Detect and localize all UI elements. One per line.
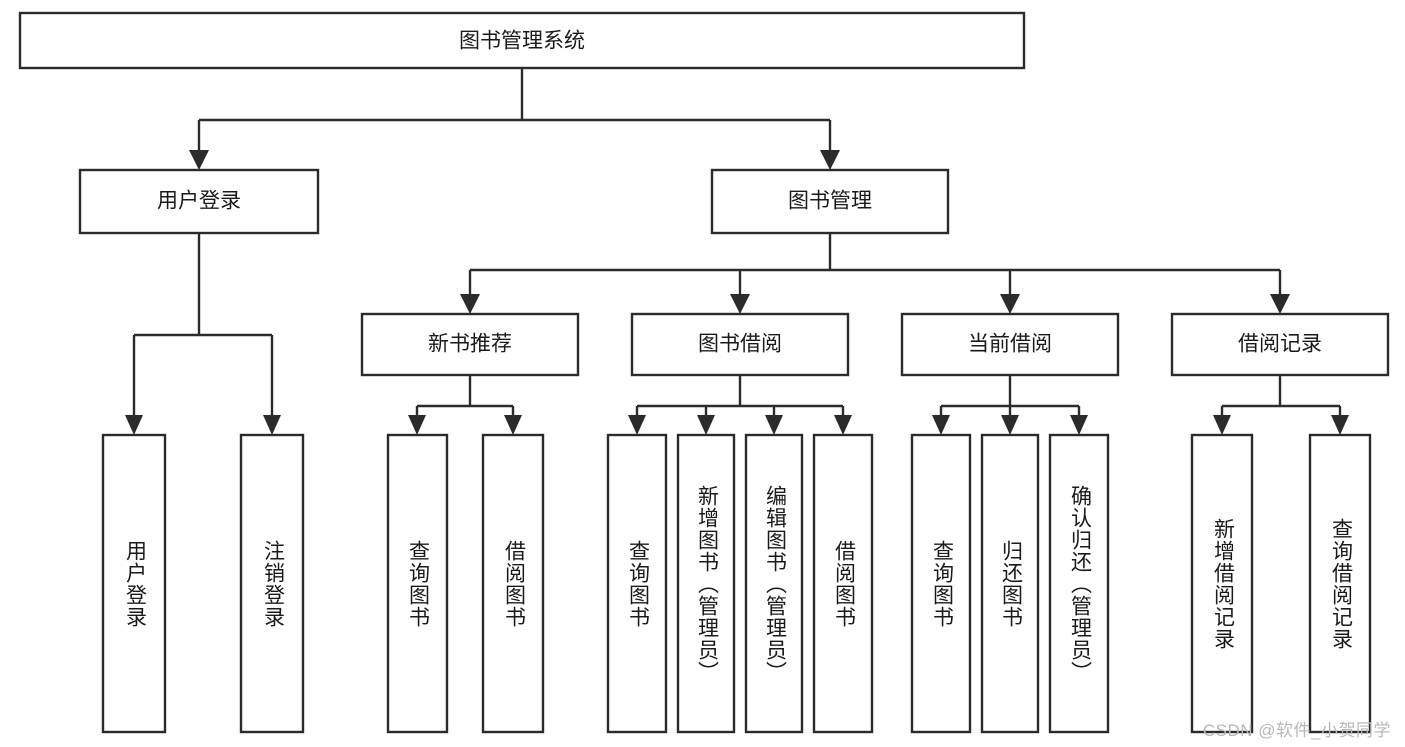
arrow-head-leaf-9	[932, 415, 950, 435]
arrow-head-leaf-7	[765, 415, 783, 435]
leaf-node[interactable]: 确认归还（管理员）	[1048, 433, 1110, 734]
node-user-login-label: 用户登录	[157, 190, 241, 213]
leaf-box[interactable]	[744, 433, 804, 734]
node-user-login-box[interactable]	[78, 168, 320, 235]
arrow-head-user-login	[189, 150, 209, 170]
leaf-label: 借阅图书	[832, 540, 856, 628]
leaf-box[interactable]	[1308, 433, 1372, 734]
leaf-label: 归还图书	[999, 540, 1023, 628]
leaf-box[interactable]	[980, 433, 1040, 734]
node-current-borrow-box[interactable]	[900, 312, 1120, 377]
leaf-box[interactable]	[676, 433, 736, 734]
node-book-management-box[interactable]	[710, 168, 950, 235]
leaf-node[interactable]: 查询图书	[606, 433, 668, 734]
arrow-head-leaf-10	[1001, 415, 1019, 435]
node-current-borrow-label: 当前借阅	[968, 333, 1052, 356]
node-borrow-record-label: 借阅记录	[1238, 333, 1322, 356]
leaf-label: 编辑图书（管理员）	[763, 485, 787, 683]
node-root-box[interactable]	[18, 11, 1026, 70]
leaf-node[interactable]: 归还图书	[980, 433, 1040, 734]
connector-layer	[125, 68, 1349, 435]
leaf-node[interactable]: 新增图书（管理员）	[676, 433, 736, 734]
node-borrow-record[interactable]: 借阅记录	[1170, 312, 1390, 377]
leaf-node[interactable]: 用户登录	[101, 433, 167, 734]
leaf-node[interactable]: 编辑图书（管理员）	[744, 433, 804, 734]
leaf-box[interactable]	[386, 433, 449, 734]
arrow-head-newbook	[460, 294, 480, 314]
node-book-management[interactable]: 图书管理	[710, 168, 950, 235]
node-book-borrow[interactable]: 图书借阅	[630, 312, 850, 377]
arrow-head-leaf-13	[1331, 415, 1349, 435]
leaf-node[interactable]: 查询借阅记录	[1308, 433, 1372, 734]
node-root-label: 图书管理系统	[459, 30, 585, 53]
leaf-label: 新增借阅记录	[1211, 518, 1235, 650]
node-book-management-label: 图书管理	[788, 190, 872, 213]
arrow-head-book-mgmt	[820, 150, 840, 170]
leaf-label: 借阅图书	[502, 540, 526, 628]
arrow-head-leaf-6	[697, 415, 715, 435]
arrow-head-leaf-5	[628, 415, 646, 435]
leaf-node[interactable]: 注销登录	[239, 433, 305, 734]
leaf-box[interactable]	[812, 433, 874, 734]
leaf-box[interactable]	[481, 433, 545, 734]
node-book-borrow-label: 图书借阅	[698, 333, 782, 356]
node-new-book-recommend[interactable]: 新书推荐	[360, 312, 580, 377]
leaf-label: 用户登录	[123, 540, 147, 628]
csdn-watermark: CSDN @软件_小贺同学	[1202, 721, 1391, 740]
node-new-book-recommend-box[interactable]	[360, 312, 580, 377]
arrow-head-leaf-2	[263, 415, 281, 435]
leaf-label: 确认归还（管理员）	[1068, 485, 1092, 683]
node-root-system[interactable]: 图书管理系统	[18, 11, 1026, 70]
leaf-node[interactable]: 借阅图书	[812, 433, 874, 734]
leaf-node[interactable]: 查询图书	[910, 433, 972, 734]
arrow-head-leaf-3	[408, 415, 426, 435]
leaf-box[interactable]	[910, 433, 972, 734]
arrow-head-leaf-12	[1213, 415, 1231, 435]
arrow-head-leaf-1	[125, 415, 143, 435]
leaf-box[interactable]	[1048, 433, 1110, 734]
leaf-label: 新增图书（管理员）	[695, 485, 719, 683]
leaf-node[interactable]: 借阅图书	[481, 433, 545, 734]
leaf-label: 查询借阅记录	[1329, 518, 1353, 650]
leaf-box[interactable]	[1190, 433, 1254, 734]
leaf-box[interactable]	[239, 433, 305, 734]
arrow-head-borrow	[730, 294, 750, 314]
leaf-box[interactable]	[101, 433, 167, 734]
leaf-node[interactable]: 查询图书	[386, 433, 449, 734]
leaf-node[interactable]: 新增借阅记录	[1190, 433, 1254, 734]
arrow-head-record	[1270, 294, 1290, 314]
node-borrow-record-box[interactable]	[1170, 312, 1390, 377]
leaf-label: 查询图书	[626, 540, 650, 628]
leaf-label: 查询图书	[406, 540, 430, 628]
node-book-borrow-box[interactable]	[630, 312, 850, 377]
leaf-box[interactable]	[606, 433, 668, 734]
arrow-head-leaf-11	[1070, 415, 1088, 435]
node-new-book-recommend-label: 新书推荐	[428, 333, 512, 356]
leaf-label: 注销登录	[261, 540, 285, 628]
arrow-head-current	[1000, 294, 1020, 314]
node-user-login[interactable]: 用户登录	[78, 168, 320, 235]
leaf-label: 查询图书	[930, 540, 954, 628]
node-current-borrow[interactable]: 当前借阅	[900, 312, 1120, 377]
arrow-head-leaf-8	[834, 415, 852, 435]
arrow-head-leaf-4	[504, 415, 522, 435]
